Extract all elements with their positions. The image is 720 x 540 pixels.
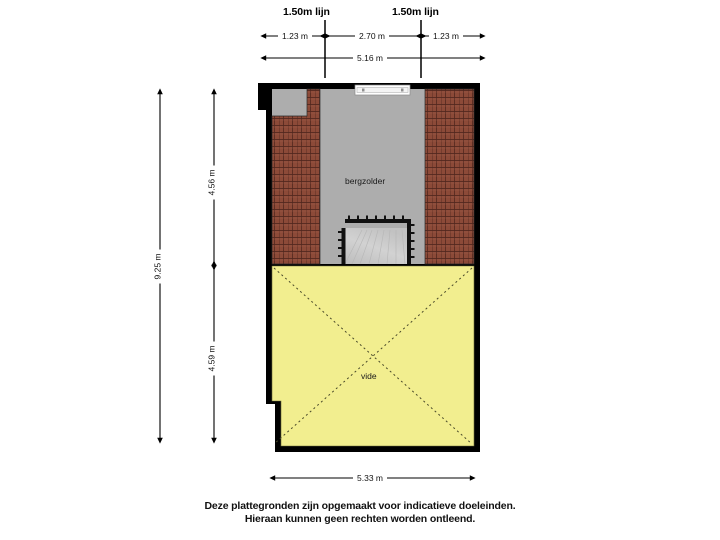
roof-slope-left (271, 88, 321, 265)
vide-area (271, 265, 475, 447)
stair-opening (338, 215, 415, 265)
footer-disclaimer-line-2: Hieraan kunnen geen rechten worden ontle… (244, 513, 476, 525)
dim-left-outer: 9.25 m (151, 249, 165, 284)
dim-top-segment-2: 2.70 m (355, 30, 389, 43)
dim-left-inner-lower: 4.59 m (205, 341, 219, 376)
rijn-label-right: 1.50m lijn (392, 6, 439, 18)
dim-top-segment-1: 1.23 m (278, 30, 312, 43)
top-dimension-lines (260, 20, 486, 78)
dim-bottom-total: 5.33 m (353, 472, 387, 485)
rijn-label-left: 1.50m lijn (283, 6, 330, 18)
room-label-bergzolder: bergzolder (345, 176, 386, 186)
footer-disclaimer-line-1: Deze plattegronden zijn opgemaakt voor i… (204, 500, 516, 512)
roof-slope-right (424, 88, 475, 265)
left-dimension-lines (157, 88, 217, 444)
room-label-vide: vide (361, 371, 377, 381)
dim-top-segment-3: 1.23 m (429, 30, 463, 43)
skylight-window (354, 84, 411, 96)
dim-left-inner-upper: 4.56 m (205, 165, 219, 200)
dim-top-total: 5.16 m (353, 52, 387, 65)
